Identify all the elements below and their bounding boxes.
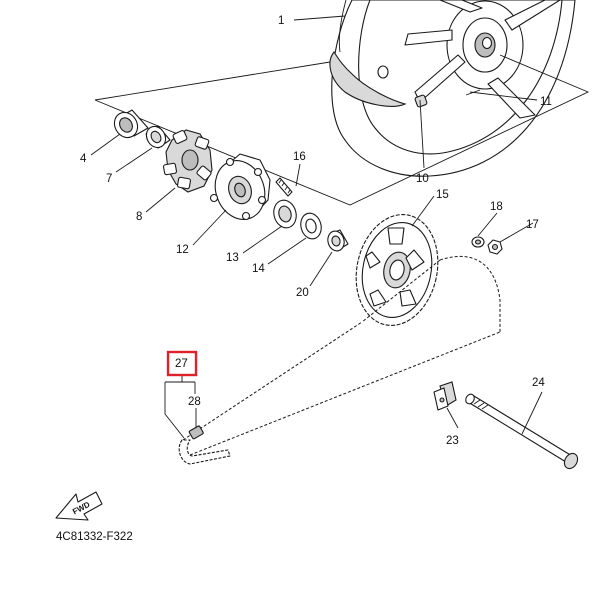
leader-lines (90, 15, 543, 439)
collar[interactable] (143, 123, 171, 151)
washer[interactable] (471, 236, 485, 248)
chain-joint[interactable] (188, 425, 204, 440)
part-label-24[interactable]: 24 (532, 377, 545, 389)
hub-bearing[interactable] (271, 198, 299, 231)
rear-wheel[interactable] (329, 0, 576, 177)
bearing[interactable] (110, 108, 149, 142)
part-label-14[interactable]: 14 (252, 263, 265, 275)
part-label-17[interactable]: 17 (526, 219, 539, 231)
part-labels: 1 4 7 8 10 11 12 13 14 15 16 17 18 20 23… (80, 15, 552, 447)
part-label-15[interactable]: 15 (436, 189, 449, 201)
wheel-damper[interactable] (162, 129, 213, 193)
stud-bolt[interactable] (275, 177, 293, 197)
part-label-20[interactable]: 20 (296, 287, 309, 299)
spacer-collar[interactable] (326, 229, 349, 252)
part-label-27[interactable]: 27 (175, 358, 188, 370)
highlight-box-27 (166, 350, 198, 377)
chain-puller[interactable] (433, 381, 457, 411)
part-label-1[interactable]: 1 (278, 15, 284, 27)
drive-chain[interactable] (178, 255, 501, 465)
nut[interactable] (487, 239, 503, 255)
part-label-7[interactable]: 7 (106, 173, 112, 185)
part-label-4[interactable]: 4 (80, 153, 87, 165)
part-label-28[interactable]: 28 (188, 396, 201, 408)
clutch-hub[interactable] (207, 153, 273, 227)
rear-axle[interactable] (464, 393, 580, 471)
driven-sprocket[interactable] (346, 207, 448, 333)
part-label-11[interactable]: 11 (540, 96, 552, 108)
part-label-13[interactable]: 13 (226, 252, 239, 264)
part-label-23[interactable]: 23 (446, 435, 459, 447)
fwd-arrow-icon: FWD (55, 491, 103, 521)
part-label-10[interactable]: 10 (416, 173, 429, 185)
oil-seal[interactable] (298, 211, 324, 241)
diagram-code: 4C81332-F322 (56, 531, 133, 543)
part-label-8[interactable]: 8 (136, 211, 142, 223)
part-label-12[interactable]: 12 (176, 244, 189, 256)
hub-assembly-frame (94, 54, 590, 206)
part-label-16[interactable]: 16 (293, 151, 306, 163)
part-label-18[interactable]: 18 (490, 201, 503, 213)
